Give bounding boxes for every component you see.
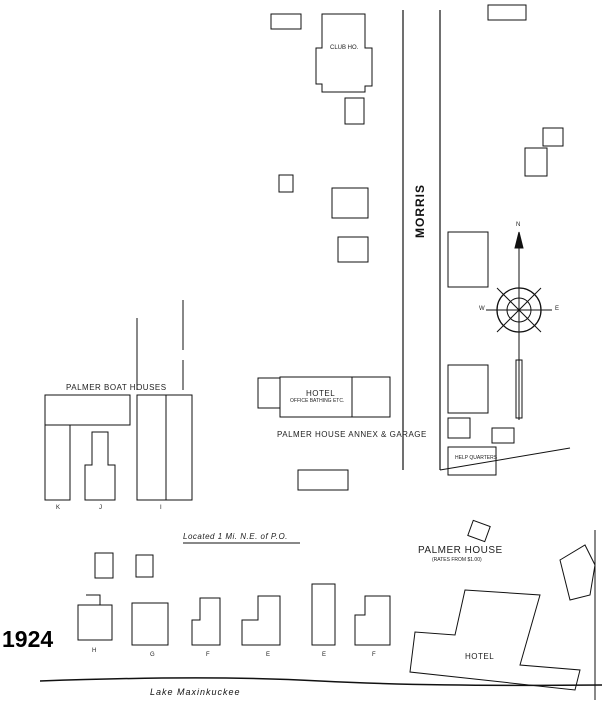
- help-quarters-label: HELP QUARTERS: [455, 455, 498, 461]
- annex-label: PALMER HOUSE ANNEX & GARAGE: [277, 430, 427, 439]
- building: [337, 236, 369, 263]
- club-house: [315, 13, 373, 93]
- small-building: [270, 13, 302, 30]
- small-building: [257, 377, 281, 409]
- cottage-e2: [311, 583, 336, 646]
- small-building: [94, 552, 114, 579]
- building: [331, 187, 369, 219]
- cottage-g: [131, 602, 169, 646]
- small-building: [467, 519, 491, 543]
- palmer-house-title: PALMER HOUSE: [418, 545, 503, 556]
- cottage-letter: H: [92, 648, 97, 654]
- cottage-letter: F: [372, 652, 376, 658]
- hotel-main-label: HOTEL: [465, 652, 495, 661]
- map-year: 1924: [2, 626, 54, 652]
- cottage-f2: [354, 595, 391, 646]
- cottage-letter: F: [206, 652, 210, 658]
- building: [447, 231, 489, 288]
- boathouse-k-letter: K: [56, 505, 61, 511]
- garage-building: [351, 376, 391, 418]
- located-note: Located 1 Mi. N.E. of P.O.: [183, 532, 288, 541]
- cottage-letter: E: [322, 652, 327, 658]
- lakeshore: [39, 677, 603, 687]
- cottage-e: [241, 595, 281, 646]
- building: [559, 544, 596, 601]
- hotel-annex-label: HOTEL: [306, 389, 336, 398]
- compass-rose: [486, 231, 552, 420]
- boathouse-k: [44, 424, 71, 501]
- cottage-h: [77, 594, 113, 641]
- small-building: [491, 427, 515, 444]
- small-building: [135, 554, 154, 578]
- compass-n: N: [516, 222, 521, 228]
- boathouse-frame: [44, 394, 131, 426]
- small-building: [278, 174, 294, 193]
- street-name: MORRIS: [413, 184, 427, 238]
- cottage-letter: G: [150, 652, 155, 658]
- boathouse-i-letter: I: [160, 505, 162, 511]
- lake-name: Lake Maxinkuckee: [150, 687, 241, 697]
- boat-houses-label: PALMER BOAT HOUSES: [66, 383, 167, 392]
- help-quarters-building: [447, 446, 497, 476]
- palmer-house-sub: (RATES FROM $1.00): [432, 557, 482, 563]
- compass-e: E: [555, 306, 560, 312]
- building: [542, 127, 564, 147]
- building: [447, 364, 489, 414]
- cottage-letter: E: [266, 652, 271, 658]
- lot-line: [439, 447, 571, 471]
- palmer-house-hotel: [409, 589, 581, 691]
- boathouse-j-letter: J: [99, 505, 102, 511]
- club-house-label: CLUB HO.: [330, 45, 359, 51]
- small-building: [487, 4, 527, 21]
- small-building: [297, 469, 349, 491]
- cottage-f: [191, 597, 221, 646]
- building: [524, 147, 548, 177]
- boathouse-i: [136, 394, 193, 501]
- compass-w: W: [479, 306, 485, 312]
- building: [447, 417, 471, 439]
- hotel-annex-sub: OFFICE BATHING ETC.: [290, 398, 345, 404]
- boathouse-j: [84, 431, 116, 501]
- small-building: [344, 97, 365, 125]
